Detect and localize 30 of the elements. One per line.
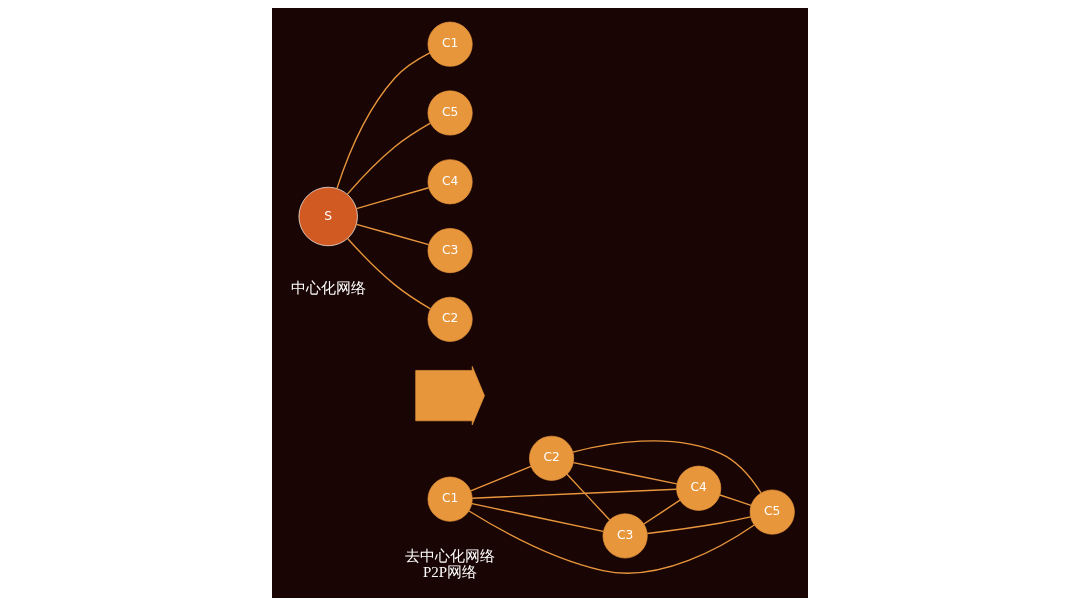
connector <box>347 238 432 310</box>
connector <box>355 187 430 210</box>
node-circle: S <box>298 186 358 247</box>
connector <box>468 510 755 574</box>
node-circle: C3 <box>602 513 648 559</box>
connector <box>566 473 611 521</box>
connector <box>719 494 752 506</box>
node-circle: C5 <box>749 489 795 535</box>
node-arrow <box>415 366 485 426</box>
connector <box>346 122 431 195</box>
connector <box>336 52 431 190</box>
connector <box>643 499 681 525</box>
node-circle: C4 <box>676 465 722 511</box>
connector <box>572 440 762 494</box>
connector <box>355 223 430 246</box>
label: 去中心化网络 <box>405 547 496 564</box>
node-circle: C4 <box>427 159 473 205</box>
label: P2P网络 <box>423 564 478 581</box>
label: 中心化网络 <box>290 279 366 296</box>
node-circle: C1 <box>427 21 473 67</box>
connector <box>572 461 678 485</box>
connector <box>646 516 752 535</box>
node-circle: C2 <box>529 435 575 481</box>
node-circle: C3 <box>427 228 473 274</box>
node-circle: C2 <box>427 296 473 342</box>
connector <box>470 465 532 492</box>
connector <box>471 502 604 533</box>
connector <box>471 488 678 499</box>
node-circle: C5 <box>427 90 473 136</box>
node-circle: C1 <box>427 476 473 522</box>
